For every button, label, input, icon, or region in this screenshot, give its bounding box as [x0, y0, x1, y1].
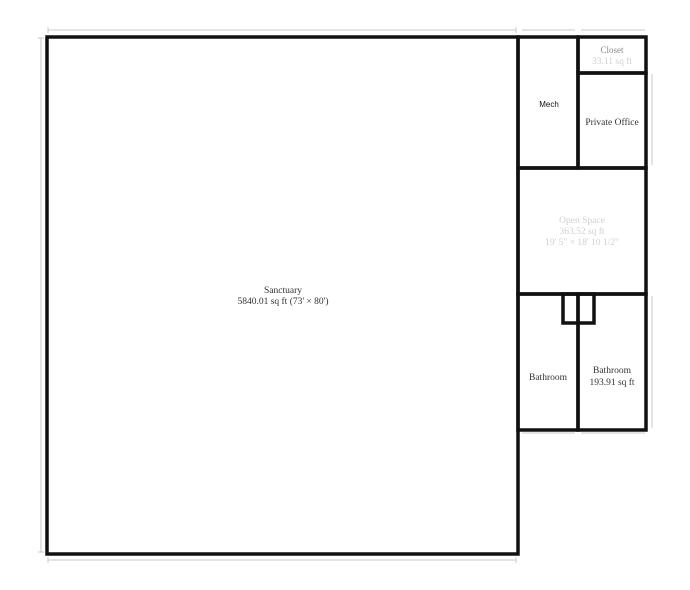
open-space-detail: 363.52 sq ft [559, 226, 604, 237]
closet-walls [576, 35, 648, 75]
room-labels: Sanctuary 5840.01 sq ft (73' × 80') Mech… [237, 45, 638, 388]
open-space-dims: 19' 5" × 18' 10 1/2" [545, 238, 619, 248]
open-space-name: Open Space [559, 216, 605, 226]
sanctuary-detail: 5840.01 sq ft (73' × 80') [237, 296, 328, 307]
mech-name: Mech [539, 100, 559, 109]
bathroom-right-name: Bathroom [593, 366, 632, 376]
bathroom-left-walls [516, 292, 580, 432]
bathroom-right-detail: 193.91 sq ft [589, 377, 634, 388]
shaft-walls [561, 292, 596, 325]
bathroom-left-name: Bathroom [529, 373, 568, 383]
sanctuary-name: Sanctuary [264, 286, 302, 296]
closet-name: Closet [600, 45, 624, 55]
private-office-name: Private Office [585, 117, 638, 128]
closet-detail: 33.11 sq ft [592, 56, 632, 67]
bathroom-right-walls [576, 292, 648, 432]
walls [45, 35, 648, 556]
dimension-lines [38, 27, 653, 563]
